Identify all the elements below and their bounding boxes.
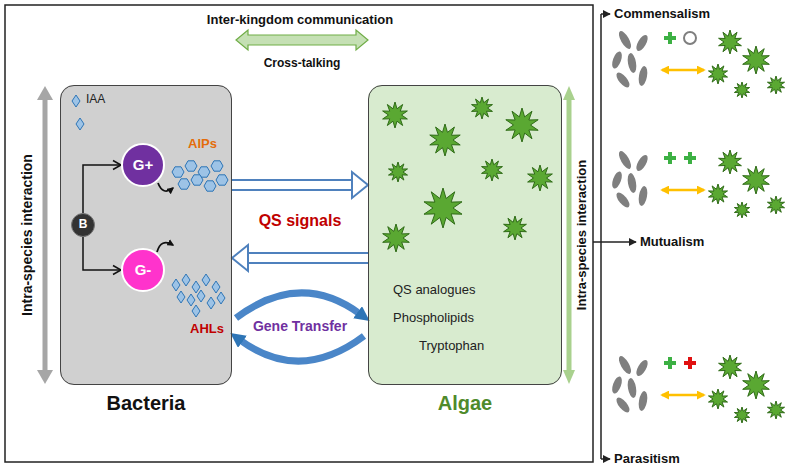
connector-line <box>83 165 121 213</box>
arrow-shaft-inner <box>248 254 368 262</box>
iaa-molecules <box>72 95 84 130</box>
gram-positive-circle: G+ <box>121 143 165 187</box>
arrow-head <box>352 172 368 198</box>
molecule-label: AIPs <box>188 137 217 152</box>
interaction-heading: Inter-kingdom communication <box>207 13 393 28</box>
algae-box: AlgaeQS analoguesPhospholipidsTryptophan <box>368 85 562 385</box>
branch-connector <box>83 161 121 214</box>
signal-arrow <box>232 172 368 198</box>
parasitism-icon <box>610 354 784 423</box>
signal-label: QS signals <box>259 212 342 230</box>
connector-line <box>83 237 121 270</box>
bacteria-root-circle: B <box>71 213 95 237</box>
node-item: Tryptophan <box>419 339 484 354</box>
node-title: G- <box>135 261 152 278</box>
crosstalk-arrow <box>236 30 368 50</box>
bacteria-fill <box>60 85 232 385</box>
ahl-molecules <box>172 274 225 317</box>
gram-negative-circle: G- <box>121 248 165 292</box>
node-item: QS analogues <box>393 283 475 298</box>
process-label: Gene Transfer <box>253 318 347 334</box>
secretion-arrow <box>158 183 173 191</box>
molecule-label: AHLs <box>190 322 224 337</box>
arrow-head <box>232 245 248 271</box>
arrow-shaft <box>248 252 368 264</box>
arrow-shaft <box>232 179 352 191</box>
arrow-shaft-inner <box>232 181 352 189</box>
algae-cells <box>383 97 553 252</box>
bacteria-box: BacteriaG+G-B <box>60 85 232 385</box>
interaction-subheading: Cross-talking <box>264 57 341 71</box>
gene-transfer-arc <box>236 293 360 318</box>
node-title: Algae <box>438 392 492 415</box>
outcome-label: Commensalism <box>614 7 710 22</box>
branch-connector <box>83 237 121 275</box>
outcome-label: Mutualism <box>640 235 704 250</box>
intra-species-arrow <box>37 86 53 384</box>
axis-label: Intra-species interaction <box>575 160 590 310</box>
signal-arrow <box>232 245 368 271</box>
molecule-label: IAA <box>86 93 105 107</box>
node-title: B <box>79 218 88 232</box>
commensalism-icon <box>610 29 784 98</box>
axis-label: Intra-species interaction <box>19 154 35 316</box>
arrow-head <box>113 161 121 170</box>
node-title: G+ <box>133 156 153 173</box>
gene-transfer-arc <box>240 336 364 361</box>
algae-fill <box>368 85 562 385</box>
node-title: Bacteria <box>107 392 186 415</box>
aip-molecules <box>172 161 228 191</box>
intra-species-arrow <box>563 86 575 384</box>
outcome-label: Parasitism <box>614 452 680 467</box>
mutualism-icon <box>610 149 784 218</box>
outer-frame <box>5 5 593 462</box>
node-item: Phospholipids <box>393 311 474 326</box>
secretion-arrow <box>157 243 173 252</box>
arrow-head <box>113 266 121 275</box>
